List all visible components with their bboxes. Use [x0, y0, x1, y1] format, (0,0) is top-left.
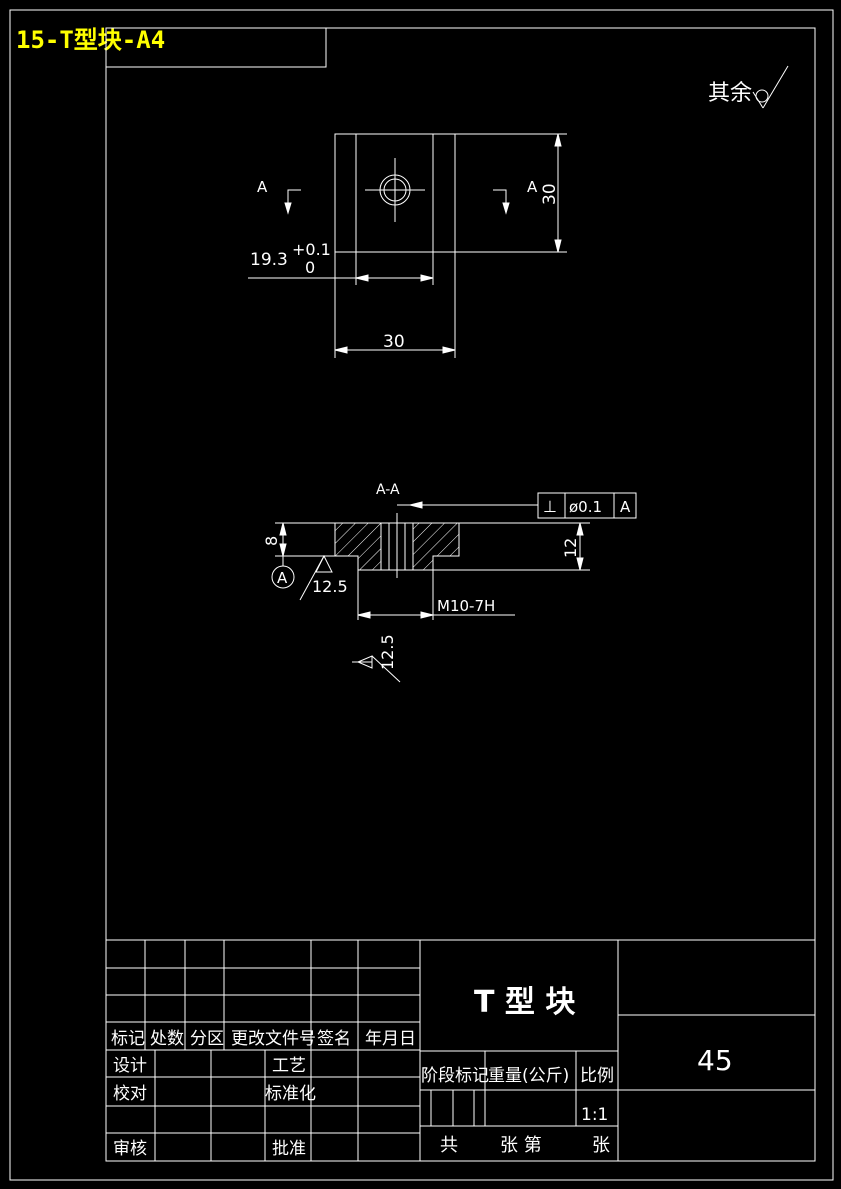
- datum-label: A: [277, 569, 288, 587]
- part-name: T 型 块: [474, 985, 575, 1020]
- thread-label: M10-7H: [437, 597, 495, 615]
- roughness-note: 其余: [708, 81, 752, 106]
- outer-frame: [9, 9, 834, 1181]
- section-mark-right: A: [527, 178, 538, 196]
- sheet-total: 共: [440, 1135, 458, 1156]
- code-box: [105, 27, 327, 68]
- header-cell-4: 更改文件号: [231, 1029, 316, 1049]
- header-cell-2: 处数: [150, 1029, 184, 1049]
- dim-right: 12: [561, 538, 580, 558]
- section-title: A-A: [376, 482, 400, 498]
- top-view: [248, 133, 567, 358]
- tolerance-value: ø0.1: [569, 498, 602, 516]
- header-cell-5: 签名: [317, 1029, 351, 1049]
- row-check: 校对: [113, 1084, 147, 1104]
- sheet-end: 张: [592, 1135, 610, 1156]
- standard-label: 标准化: [265, 1084, 316, 1104]
- dim-width: 30: [383, 332, 405, 352]
- header-cell-6: 年月日: [365, 1029, 416, 1049]
- dim-height: 30: [540, 183, 560, 205]
- section-mark-left: A: [257, 178, 268, 196]
- title-block-grid: [106, 939, 815, 1161]
- approve-label: 批准: [272, 1139, 306, 1159]
- roughness-hole: 12.5: [378, 634, 397, 670]
- row-design: 设计: [113, 1056, 147, 1076]
- row-review: 审核: [113, 1139, 147, 1159]
- scale-value: 1:1: [581, 1105, 608, 1125]
- roughness-bottom: 12.5: [312, 577, 348, 596]
- process-label: 工艺: [272, 1056, 306, 1076]
- inner-frame: [105, 27, 816, 1162]
- dim-left: 8: [262, 536, 281, 546]
- drawing-title: 15-T型块-A4: [16, 26, 166, 54]
- sheet-mid: 张 第: [500, 1135, 542, 1156]
- material: 45: [697, 1044, 733, 1077]
- roughness-symbol-icon: [752, 65, 789, 109]
- stage-mark-label: 阶段标记: [421, 1066, 489, 1086]
- scale-label: 比例: [580, 1066, 614, 1086]
- weight-label: 重量(公斤): [488, 1066, 569, 1086]
- dim-slot-tol-lower: 0: [305, 258, 315, 277]
- dim-slot-base: 19.3: [250, 250, 288, 270]
- header-cell-1: 标记: [111, 1029, 145, 1049]
- dim-slot-tol-upper: +0.1: [292, 240, 331, 259]
- header-cell-3: 分区: [190, 1029, 224, 1049]
- tolerance-datum: A: [620, 498, 631, 516]
- section-view: [271, 492, 637, 683]
- tolerance-symbol: ⊥: [543, 497, 557, 516]
